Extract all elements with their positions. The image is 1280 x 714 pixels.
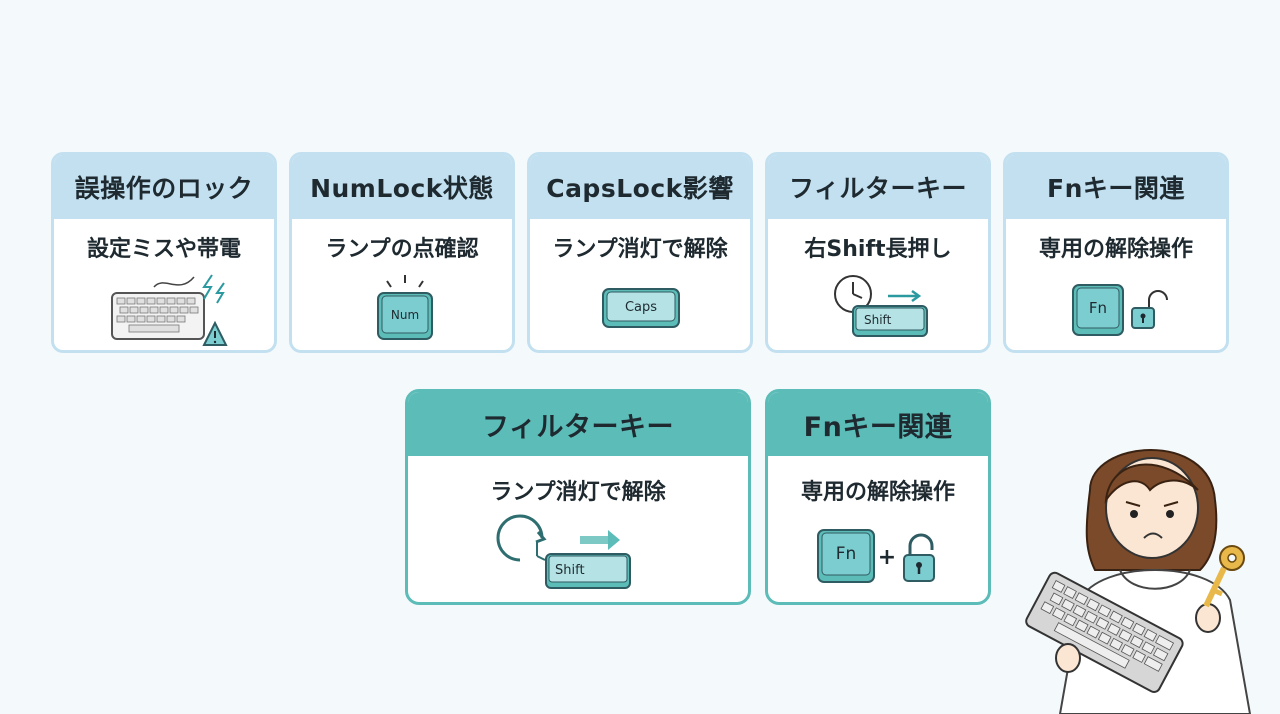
card-subtitle: ランプの点確認 <box>325 237 479 262</box>
key-label: Shift <box>864 313 892 327</box>
key-label: Caps <box>625 300 657 315</box>
card-title: Fnキー関連 <box>768 392 988 456</box>
keyboard-warning-icon <box>111 274 228 346</box>
numlock-key-icon: Num <box>377 275 433 340</box>
card-title: Fnキー関連 <box>1006 155 1226 219</box>
card-subtitle: ランプ消灯で解除 <box>552 237 728 262</box>
card-title: CapsLock影響 <box>530 155 750 219</box>
card-subtitle: 専用の解除操作 <box>800 480 955 505</box>
confused-person-with-keyboard-and-key-icon <box>1025 449 1252 714</box>
card-numlock: NumLock状態 ランプの点確認 Num <box>289 152 515 353</box>
card-fn-key: Fnキー関連 専用の解除操作 Fn <box>1003 152 1229 353</box>
card-filter-keys-detail: フィルターキー ランプ消灯で解除 Shift <box>405 389 751 605</box>
key-label: Fn <box>836 544 857 564</box>
card-subtitle: 専用の解除操作 <box>1038 237 1193 262</box>
key-label: Fn <box>1089 299 1107 317</box>
fn-plus-unlock-icon: Fn + <box>817 529 935 583</box>
plus-sign: + <box>878 545 896 570</box>
key-label: Shift <box>555 563 585 578</box>
capslock-key-icon: Caps <box>602 288 680 328</box>
card-title: 誤操作のロック <box>54 155 274 219</box>
card-subtitle: 設定ミスや帯電 <box>86 237 241 262</box>
card-misoperation-lock: 誤操作のロック 設定ミスや帯電 <box>51 152 277 353</box>
card-filter-keys: フィルターキー 右Shift長押し Shift <box>765 152 991 353</box>
clock-shift-icon: Shift <box>834 275 928 337</box>
clock-shift-icon: Shift <box>496 514 631 589</box>
card-subtitle: ランプ消灯で解除 <box>490 480 666 505</box>
card-fn-key-detail: Fnキー関連 専用の解除操作 Fn + <box>765 389 991 605</box>
card-subtitle: 右Shift長押し <box>804 237 952 262</box>
card-title: フィルターキー <box>408 392 748 456</box>
card-title: NumLock状態 <box>292 155 512 219</box>
key-label: Num <box>391 308 419 322</box>
card-capslock: CapsLock影響 ランプ消灯で解除 Caps <box>527 152 753 353</box>
card-title: フィルターキー <box>768 155 988 219</box>
fn-unlock-icon: Fn <box>1072 284 1168 336</box>
